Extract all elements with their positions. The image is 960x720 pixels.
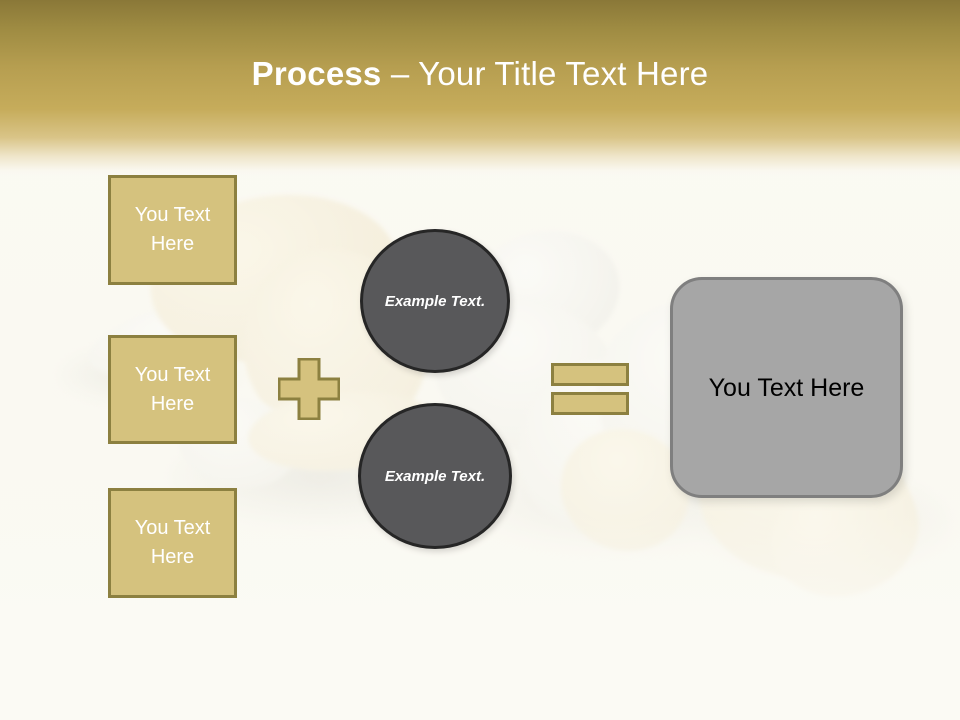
header-band [0,0,960,176]
input-box-3-label: You Text Here [134,517,211,568]
plus-icon [278,358,340,420]
input-box-3[interactable]: You Text Here [108,488,237,598]
input-box-1-label: You Text Here [134,204,211,255]
example-circle-1[interactable]: Example Text. [360,229,510,373]
example-circle-2-label: Example Text. [384,467,486,485]
result-panel-label: You Text Here [708,373,865,402]
page-title-rest: – Your Title Text Here [381,55,709,92]
equals-icon [551,363,629,415]
example-circle-2[interactable]: Example Text. [358,403,512,549]
equals-bar-bottom [551,392,629,415]
equals-bar-top [551,363,629,386]
input-box-1[interactable]: You Text Here [108,175,237,285]
result-panel[interactable]: You Text Here [670,277,903,498]
input-box-2[interactable]: You Text Here [108,335,237,444]
input-box-2-label: You Text Here [134,363,211,415]
page-title-strong: Process [251,55,382,92]
example-circle-1-label: Example Text. [384,292,486,310]
page-title: Process – Your Title Text Here [0,52,960,96]
